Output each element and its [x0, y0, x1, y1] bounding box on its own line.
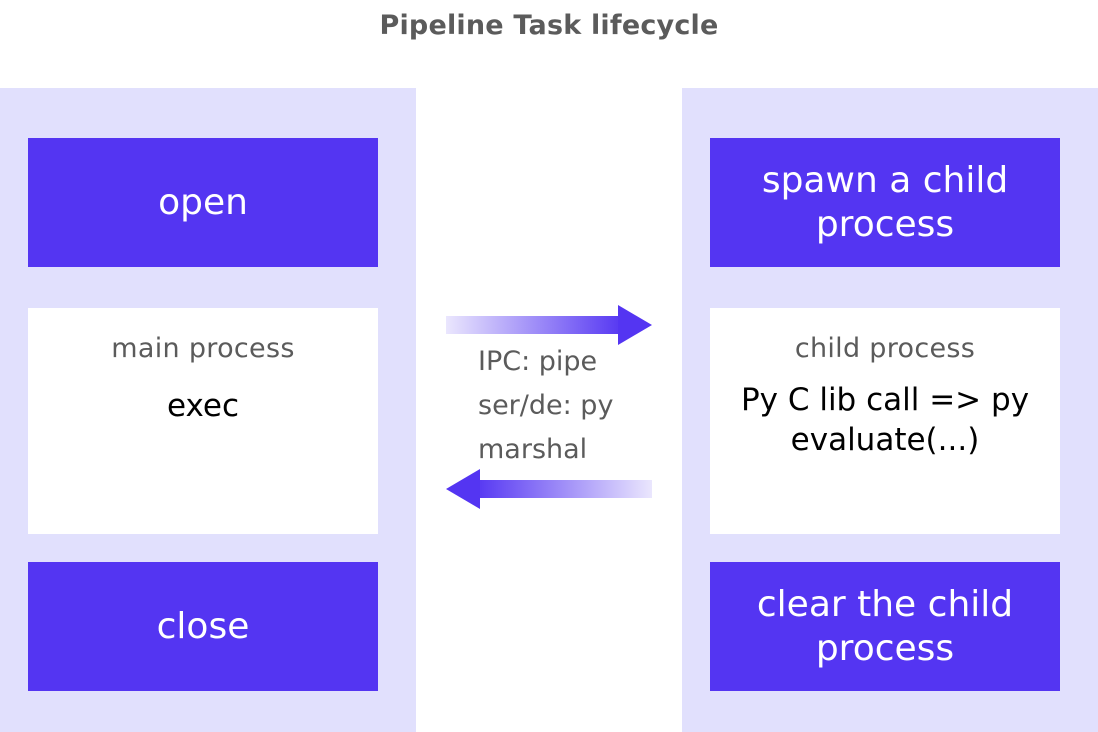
- main-process-label: main process: [111, 333, 295, 364]
- child-process-body: Py C lib call => py evaluate(...): [741, 380, 1029, 460]
- spawn-child-step: spawn a child process: [710, 138, 1060, 267]
- close-step: close: [28, 562, 378, 691]
- spawn-label-line2: process: [815, 203, 955, 245]
- diagram-title: Pipeline Task lifecycle: [379, 10, 719, 41]
- close-label: close: [156, 605, 250, 647]
- ipc-line1: IPC: pipe: [478, 346, 598, 377]
- ipc-description: IPC: pipe ser/de: py marshal: [478, 340, 613, 472]
- spawn-label-line1: spawn a child: [761, 159, 1009, 201]
- clear-label-line1: clear the child: [756, 583, 1014, 625]
- ipc-line2: ser/de: py: [478, 390, 614, 421]
- clear-label-line2: process: [815, 627, 955, 669]
- child-process-label: child process: [794, 333, 976, 364]
- child-body-line2: evaluate(...): [790, 422, 980, 458]
- ipc-line3: marshal: [478, 434, 588, 465]
- main-process-box: main process exec: [28, 308, 378, 534]
- exec-label: exec: [166, 388, 240, 424]
- child-body-line1: Py C lib call => py: [740, 382, 1030, 418]
- child-process-box: child process Py C lib call => py evalua…: [710, 308, 1060, 534]
- open-step: open: [28, 138, 378, 267]
- request-arrow: [446, 305, 652, 345]
- response-arrow: [446, 469, 652, 509]
- open-label: open: [158, 181, 248, 223]
- clear-child-step: clear the child process: [710, 562, 1060, 691]
